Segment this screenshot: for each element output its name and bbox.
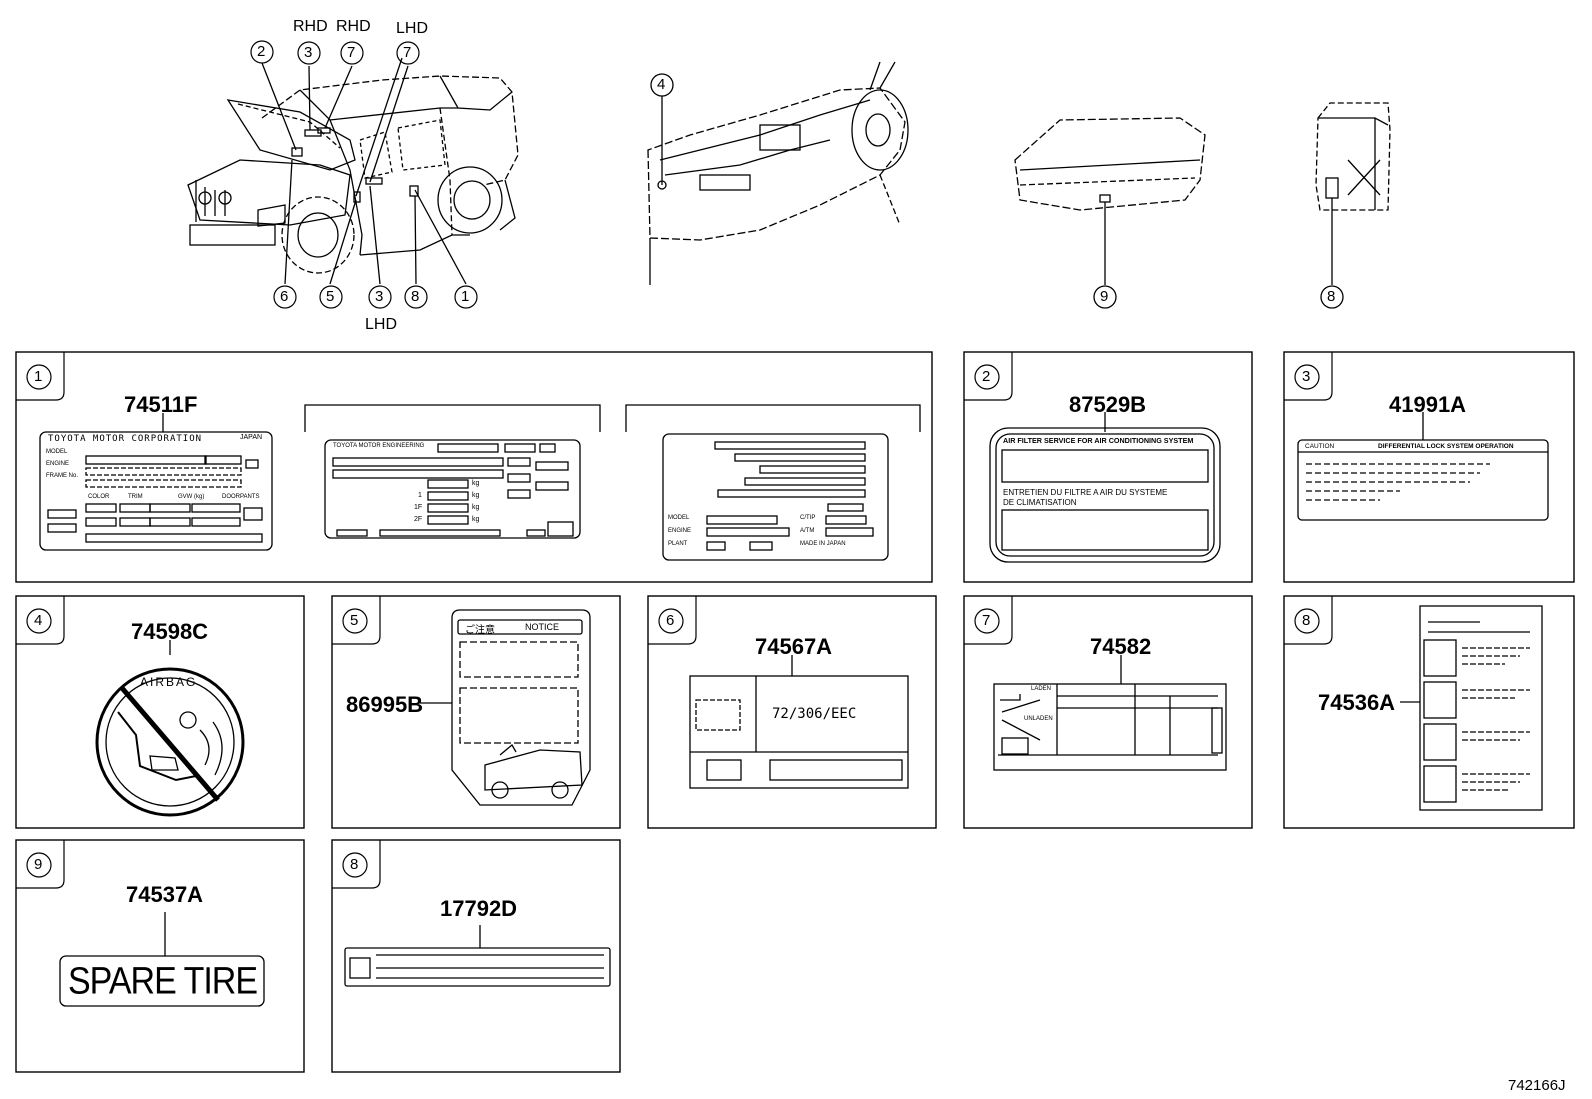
console-illustration [1315,102,1391,309]
figure-id: 742166J [1508,1077,1566,1094]
panel-4-number: 4 [34,612,43,629]
panel-8a-graphics [1400,605,1543,811]
plate-a-col-color: COLOR [88,494,110,500]
plate-a-country: JAPAN [240,434,263,441]
p9-spare-tire: SPARE TIRE [68,960,258,1003]
p3-heading: DIFFERENTIAL LOCK SYSTEM OPERATION [1378,443,1514,450]
tag-lhd-b: LHD [365,316,398,333]
plate-b-title: TOYOTA MOTOR ENGINEERING [333,443,425,449]
plate-a-col-doorpants: DOORPANTS [222,494,260,500]
panel-8b-number: 8 [350,856,359,873]
plate-b-unit-2: kg [472,492,480,499]
panel-6-graphics [689,655,909,789]
panel-1-graphics [39,404,921,561]
part-number-74537A: 74537A [126,882,204,907]
callout-top-2: 2 [257,43,266,60]
panel-2-graphics [989,412,1221,563]
plate-c-made: MADE IN JAPAN [800,541,846,547]
panel-7-graphics [993,655,1227,771]
plate-c-row-engine: ENGINE [668,528,692,534]
panel-5-number: 5 [350,612,359,629]
plate-b-axle-1f: 1F [414,504,423,511]
callout-cargo-9: 9 [1100,288,1109,305]
p2-line3: DE CLIMATISATION [1003,498,1077,507]
panel-2-number: 2 [982,368,991,385]
dashboard-illustration [647,61,909,285]
plate-a-row-frame: FRAME No. [46,473,79,479]
tag-rhd-a: RHD [293,18,328,35]
plate-a-row-engine: ENGINE [46,461,70,467]
part-number-87529B: 87529B [1069,392,1147,417]
panel-8b-graphics [344,925,611,987]
callout-bottom-5: 5 [326,288,335,305]
panel-5-graphics [420,609,591,806]
callout-top-7a: 7 [347,44,356,61]
plate-c-atm: A/TM [800,528,815,534]
panel-6-number: 6 [666,612,675,629]
p5-notice: NOTICE [525,622,560,632]
panel-frames [15,351,1575,1073]
part-number-74567A: 74567A [755,634,833,659]
part-number-17792D: 17792D [440,896,518,921]
plate-c-row-model: MODEL [668,515,690,521]
panel-3-number: 3 [1302,368,1311,385]
p4-airbag-word: AIRBAG [140,675,198,689]
callout-bottom-8: 8 [411,288,420,305]
plate-a-title: TOYOTA MOTOR CORPORATION [48,434,203,444]
p5-jp-notice: ご注意 [465,625,495,636]
panel-9-number: 9 [34,856,43,873]
callout-bottom-6: 6 [280,288,289,305]
callout-dash-4: 4 [657,76,666,93]
p2-line1: AIR FILTER SERVICE FOR AIR CONDITIONING … [1003,436,1194,445]
part-number-74511F: 74511F [124,392,198,417]
panel-1-number: 1 [34,368,43,385]
cargo-illustration [1014,117,1206,309]
plate-b-axle-2f: 2F [414,516,423,523]
p2-line2: ENTRETIEN DU FILTRE A AIR DU SYSTEME [1003,488,1168,497]
callout-bottom-1: 1 [461,288,470,305]
part-number-74536A: 74536A [1318,690,1396,715]
p7-laden: LADEN [1031,686,1052,692]
plate-a-col-trim: TRIM [128,494,143,500]
plate-a-col-gvw: GVW (kg) [178,494,205,500]
panel-7-number: 7 [982,612,991,629]
callout-bottom-3: 3 [375,288,384,305]
plate-a-row-model: MODEL [46,449,68,455]
part-number-41991A: 41991A [1389,392,1467,417]
callout-top-3: 3 [304,44,313,61]
plate-c-ctip: C/TIP [800,515,816,521]
overview-callouts [250,40,478,309]
panel-3-graphics [1297,412,1549,521]
callout-top-7b: 7 [403,44,412,61]
panel-8a-number: 8 [1302,612,1311,629]
tag-lhd-a: LHD [396,20,429,37]
tag-rhd-b: RHD [336,18,371,35]
plate-c-row-plant: PLANT [668,541,688,547]
plate-b-unit-4: kg [472,516,480,523]
part-number-74598C: 74598C [131,619,209,644]
part-number-74582: 74582 [1090,634,1152,659]
plate-b-unit-3: kg [472,504,480,511]
part-number-86995B: 86995B [346,692,424,717]
p6-code: 72/306/EEC [772,706,857,722]
p3-caution: CAUTION [1305,443,1335,450]
vehicle-overview [187,57,519,285]
panel-9-graphics [59,912,265,1007]
plate-b-axle-1: 1 [418,492,422,499]
plate-b-unit-1: kg [472,480,480,487]
panel-tabs [16,352,1333,889]
panel-4-graphics [95,640,245,817]
callout-box-8: 8 [1327,288,1336,305]
p7-unladen: UNLADEN [1024,716,1053,722]
